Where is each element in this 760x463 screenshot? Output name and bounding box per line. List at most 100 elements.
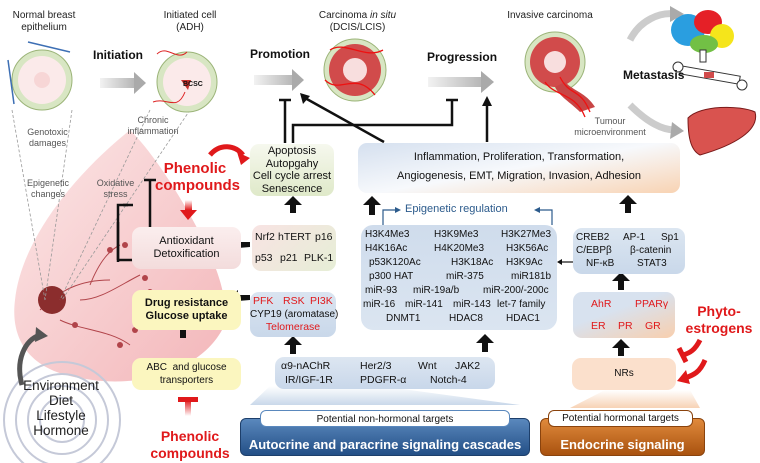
pdgfra-label: PDGFR-α — [360, 374, 407, 386]
stage-normal-line1: Normal breast — [12, 10, 76, 21]
drug-resistance-box: Drug resistance Glucose uptake — [132, 290, 241, 330]
epigenetic-changes-line2: changes — [30, 189, 66, 199]
epigenetic-changes-label: Epigenetic changes — [18, 178, 78, 200]
epi-mark: miR-143 — [453, 299, 491, 310]
risk-factor-ripples — [3, 361, 121, 463]
stage-invasive-label: Invasive carcinoma — [507, 10, 593, 21]
epigenetic-changes-line1: Epigenetic — [26, 178, 70, 188]
epi-mark: H4K20Me3 — [434, 243, 485, 254]
stage-initiated-label: Initiated cell (ADH) — [150, 10, 230, 34]
metastasis-label: Metastasis — [623, 68, 685, 82]
htert-label: hTERT — [278, 231, 312, 243]
brain-illustration — [671, 10, 734, 63]
apoptosis-item: Apoptosis — [267, 145, 317, 157]
kinase-box: PFK RSK PI3K CYP19 (aromatase) Telomeras… — [250, 292, 339, 337]
ahr-label: AhR — [591, 298, 612, 310]
stage-cis-line1: Carcinoma in situ — [310, 10, 405, 22]
epi-mark: miR-375 — [446, 271, 484, 282]
receptors-box: α9-nAChR Her2/3 Wnt JAK2 IR/IGF-1R PDGFR… — [275, 357, 495, 389]
cell-cycle-arrest-item: Cell cycle arrest — [252, 170, 332, 182]
nfkb-label: NF-κB — [586, 258, 615, 269]
autophagy-item: Autopgahy — [265, 157, 319, 170]
phyto-line2: estrogens — [685, 320, 753, 336]
hormonal-fan — [570, 390, 700, 408]
epi-mark: p300 HAT — [369, 271, 414, 282]
ppar-gamma-label: PPARγ — [635, 298, 669, 310]
invasive-cell — [524, 31, 595, 118]
rsk-label: RSK — [283, 295, 305, 307]
progression-arrow — [428, 71, 494, 93]
pi3k-label: PI3K — [310, 295, 333, 307]
risk-diet: Diet — [48, 393, 73, 408]
oxidative-line2: stress — [103, 189, 128, 199]
ir-igf1r-label: IR/IGF-1R — [285, 374, 333, 386]
drug-resistance-item: Drug resistance — [144, 297, 229, 309]
senescence-item: Senescence — [261, 182, 323, 195]
creb2-label: CREB2 — [576, 232, 610, 243]
initiated-cell — [152, 50, 218, 113]
apoptosis-box: Apoptosis Autopgahy Cell cycle arrest Se… — [250, 144, 334, 196]
stage-initiated-line2: (ADH) — [176, 22, 204, 33]
epi-mark: let-7 family — [497, 299, 546, 310]
wnt-label: Wnt — [418, 360, 437, 372]
epi-mark: H3K4Me3 — [365, 229, 410, 240]
risk-environment: Environment — [23, 378, 99, 393]
detoxification-item: Detoxification — [153, 248, 220, 260]
epi-mark: miR-141 — [405, 299, 443, 310]
phenolic-top-line1: Phenolic — [163, 160, 227, 177]
phenolic-bottom-line1: Phenolic — [160, 428, 220, 444]
progression-label: Progression — [427, 50, 498, 64]
bcsc-marker: BCSC — [183, 81, 203, 88]
epi-mark: DNMT1 — [386, 313, 421, 324]
initiation-arrow — [100, 72, 146, 94]
sp1-label: Sp1 — [661, 232, 679, 243]
nrf2-label: Nrf2 — [255, 231, 275, 243]
gr-label: GR — [645, 320, 661, 332]
glucose-uptake-item: Glucose uptake — [145, 310, 228, 322]
phenolic-top-line2: compounds — [155, 177, 240, 194]
er-label: ER — [591, 320, 606, 332]
tumor-mass — [38, 286, 66, 314]
epi-mark: miR-16 — [363, 299, 396, 310]
cyp19-label: CYP19 (aromatase) — [250, 309, 339, 320]
epi-mark: H4K16Ac — [365, 243, 408, 254]
tumor-suppressor-box: Nrf2 hTERT p16 p53 p21 PLK-1 — [252, 225, 336, 271]
microenvironment-line2: microenvironment — [574, 127, 646, 137]
risk-lifestyle: Lifestyle — [36, 408, 86, 423]
promotion-arrow — [254, 69, 304, 91]
genotoxic-label: Genotoxic damages — [20, 127, 75, 149]
nonhormonal-targets-tab[interactable]: Potential non-hormonal targets — [260, 410, 510, 427]
outcomes-line2: Angiogenesis, EMT, Migration, Invasion, … — [397, 170, 641, 182]
epi-mark: H3K27Me3 — [501, 229, 552, 240]
stage-normal-line2: epithelium — [21, 22, 67, 33]
ap1-label: AP-1 — [623, 232, 646, 243]
p16-label: p16 — [315, 231, 333, 243]
epi-mark: H3K9Ac — [506, 257, 543, 268]
transporters-line2: transporters — [159, 375, 214, 386]
outcomes-box: Inflammation, Proliferation, Transformat… — [358, 143, 680, 193]
epi-mark: H3K56Ac — [506, 243, 549, 254]
hormonal-targets-tab[interactable]: Potential hormonal targets — [548, 410, 693, 427]
stage-cis-label: Carcinoma in situ (DCIS/LCIS) — [310, 10, 405, 34]
her23-label: Her2/3 — [360, 360, 392, 372]
phytoestrogens-label: Phyto- estrogens — [678, 303, 760, 337]
epigenetic-title: Epigenetic regulation — [405, 203, 508, 215]
beta-catenin-label: β-catenin — [630, 245, 672, 256]
phyto-line1: Phyto- — [697, 303, 741, 319]
plk1-label: PLK-1 — [304, 252, 334, 264]
normal-cell — [7, 41, 73, 111]
epi-mark: p53K120Ac — [369, 257, 421, 268]
epi-mark: HDAC8 — [449, 313, 483, 324]
epi-mark: HDAC1 — [506, 313, 540, 324]
nrs-box: NRs — [572, 358, 676, 390]
cebpb-label: C/EBPβ — [576, 245, 612, 256]
pfk-label: PFK — [253, 295, 274, 307]
p53-label: p53 — [255, 252, 273, 264]
milk-ducts — [39, 244, 141, 346]
stage-cis-italic: in situ — [370, 10, 397, 21]
kinase-row1: PFK RSK PI3K — [250, 295, 336, 308]
chronic-inflammation-label: Chronic inflammation — [118, 115, 188, 137]
epi-mark: miR181b — [511, 271, 552, 282]
liver-illustration — [687, 106, 757, 156]
